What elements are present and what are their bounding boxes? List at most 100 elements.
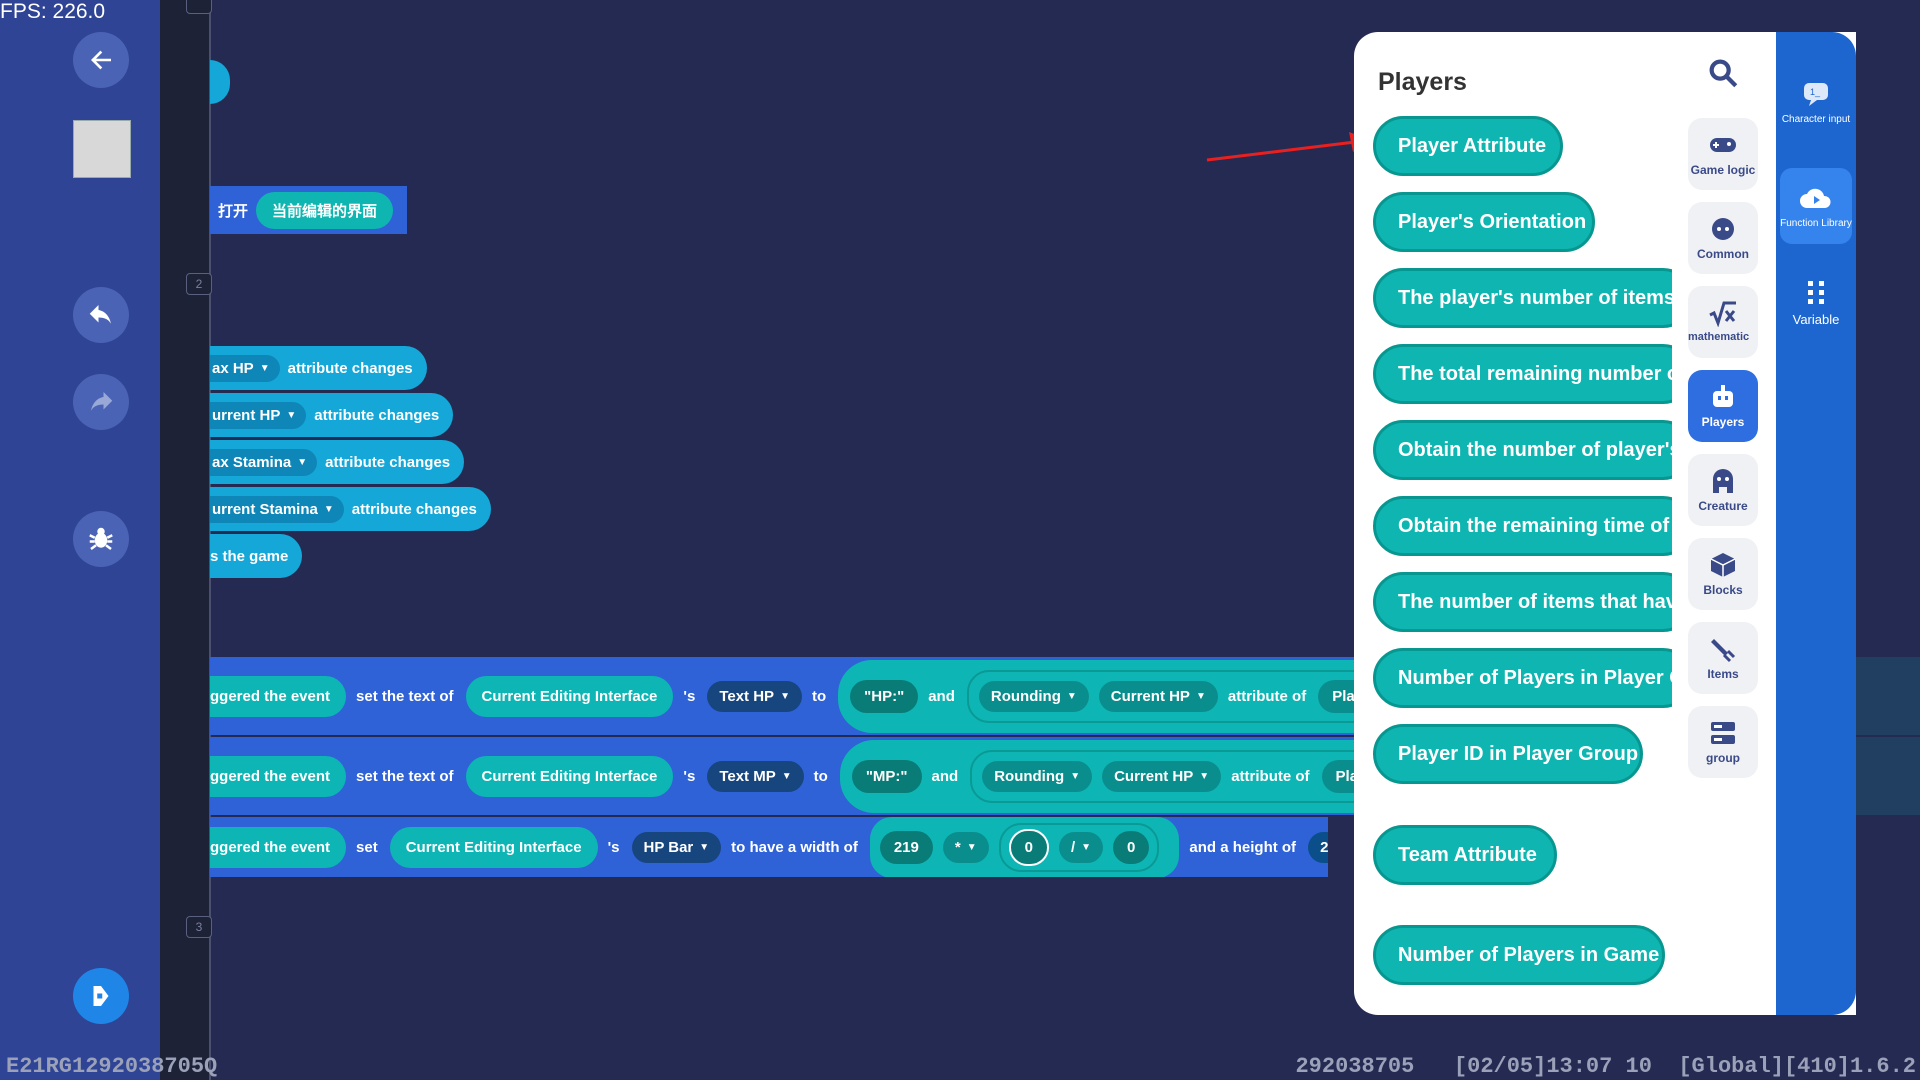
interface-pill[interactable]: Current Editing Interface	[465, 755, 674, 797]
element-dropdown[interactable]: Text HP▼	[707, 680, 802, 712]
possessive-label: 's	[683, 767, 696, 785]
interface-pill[interactable]: Current Editing Interface	[389, 826, 598, 868]
category-variable[interactable]: Variable	[1776, 264, 1856, 340]
height-value[interactable]: 25	[1308, 831, 1328, 863]
sqrt-icon	[1709, 301, 1736, 327]
number-literal[interactable]: 0	[1113, 830, 1150, 864]
category-blocks[interactable]: Blocks	[1688, 538, 1758, 610]
width-label: to have a width of	[731, 838, 858, 856]
search-button[interactable]	[1706, 56, 1740, 95]
height-label: and a height of	[1189, 838, 1297, 856]
attr-change-block[interactable]: ax HP▼ attribute changes	[210, 346, 427, 390]
block-team-attribute[interactable]: Team Attribute	[1373, 825, 1557, 885]
attr-dropdown[interactable]: urrent Stamina▼	[210, 495, 344, 523]
attr-change-block[interactable]: urrent HP▼ attribute changes	[210, 393, 454, 437]
cloud-play-icon	[1800, 188, 1831, 208]
svg-text:1_: 1_	[1810, 87, 1821, 97]
cube-icon	[1710, 553, 1736, 577]
run-button[interactable]	[73, 968, 129, 1024]
block-list: Player Attribute Player's Orientation Th…	[1360, 100, 1672, 1020]
element-dropdown[interactable]: HP Bar▼	[631, 831, 722, 863]
block-number-items-have[interactable]: The number of items that have	[1373, 572, 1672, 632]
block-player-attribute[interactable]: Player Attribute	[1373, 116, 1563, 176]
operator-dropdown[interactable]: *▼	[942, 831, 989, 863]
attribute-dropdown[interactable]: Current HP▼	[1102, 760, 1222, 792]
line-number	[186, 0, 212, 14]
rounding-dropdown[interactable]: Rounding▼	[982, 760, 1093, 792]
possessive-label: 's	[607, 838, 620, 856]
gamepad-icon	[1710, 138, 1736, 152]
category-common[interactable]: Common	[1688, 202, 1758, 274]
divide-expression[interactable]: 0 /▼ 0	[998, 822, 1160, 872]
number-literal[interactable]: 0	[1008, 828, 1049, 866]
attr-dropdown[interactable]: ax HP▼	[210, 354, 280, 382]
width-expression[interactable]: 219 *▼ 0 /▼ 0	[869, 817, 1180, 877]
category-mathematics[interactable]: mathematic s	[1688, 286, 1758, 358]
attr-change-label: attribute changes	[314, 406, 440, 424]
operator-dropdown[interactable]: /▼	[1058, 831, 1104, 863]
possessive-label: 's	[683, 687, 696, 705]
debug-button[interactable]	[73, 511, 129, 567]
attr-change-label: attribute changes	[287, 359, 413, 377]
attr-change-block[interactable]: urrent Stamina▼ attribute changes	[210, 487, 491, 531]
attr-dropdown[interactable]: urrent HP▼	[210, 401, 307, 429]
category-items[interactable]: Items	[1688, 622, 1758, 694]
build-info: 292038705 [02/05]13:07 10 [Global][410]1…	[1295, 1054, 1916, 1079]
attribute-of-label: attribute of	[1231, 767, 1310, 785]
creature-icon	[1713, 469, 1733, 493]
event-trigger: ggered the event	[210, 826, 347, 868]
player-pill[interactable]: Playe	[1321, 759, 1354, 793]
category-character-input[interactable]: 1_ Character input	[1776, 64, 1856, 140]
open-label: 打开	[218, 202, 249, 220]
string-literal[interactable]: "MP:"	[851, 759, 922, 793]
block-total-remaining[interactable]: The total remaining number of	[1373, 344, 1672, 404]
category-group[interactable]: group	[1688, 706, 1758, 778]
category-creature[interactable]: Creature	[1688, 454, 1758, 526]
category-players[interactable]: Players	[1688, 370, 1758, 442]
block-player-id-in-group[interactable]: Player ID in Player Group	[1373, 724, 1643, 784]
element-dropdown[interactable]: Text MP▼	[707, 760, 804, 792]
block-player-number-of-items[interactable]: The player's number of items	[1373, 268, 1672, 328]
rounding-dropdown[interactable]: Rounding▼	[978, 680, 1089, 712]
attr-change-label: attribute changes	[325, 453, 451, 471]
group-icon	[1711, 722, 1735, 744]
set-text-row-hp[interactable]: ggered the event set the text of Current…	[210, 657, 1354, 735]
undo-button[interactable]	[73, 287, 129, 343]
undo-icon	[89, 305, 111, 324]
block-players-in-group[interactable]: Number of Players in Player Gr	[1373, 648, 1672, 708]
block-player-count-items[interactable]: Obtain the number of player's it	[1373, 420, 1672, 480]
block-player-orientation[interactable]: Player's Orientation	[1373, 192, 1595, 252]
line-number: 2	[186, 273, 212, 295]
game-event-block[interactable]: s the game	[210, 534, 303, 578]
redo-button[interactable]	[73, 374, 129, 430]
attr-change-block[interactable]: ax Stamina▼ attribute changes	[210, 440, 465, 484]
and-label: and	[928, 687, 955, 705]
category-function-library[interactable]: Function Library	[1780, 168, 1852, 244]
attr-dropdown[interactable]: ax Stamina▼	[210, 448, 318, 476]
and-label: and	[931, 767, 959, 785]
concat-expression[interactable]: "HP:" and Rounding▼ Current HP▼ attribut…	[838, 659, 1354, 733]
block-players-in-game[interactable]: Number of Players in Game	[1373, 925, 1665, 985]
category-game-logic[interactable]: Game logic	[1688, 118, 1758, 190]
number-literal[interactable]: 219	[879, 830, 933, 864]
line-number: 3	[186, 916, 212, 938]
attribute-dropdown[interactable]: Current HP▼	[1098, 680, 1218, 712]
player-icon	[1713, 385, 1733, 407]
set-text-row-mp[interactable]: ggered the event set the text of Current…	[210, 737, 1354, 815]
dots-icon	[1712, 218, 1734, 240]
red-arrow-icon	[1206, 132, 1371, 162]
interface-target[interactable]: 当前编辑的界面	[256, 191, 394, 229]
block-remaining-time[interactable]: Obtain the remaining time of th	[1373, 496, 1672, 556]
back-button[interactable]	[73, 32, 129, 88]
set-width-row[interactable]: ggered the event set Current Editing Int…	[210, 817, 1328, 877]
concat-expression[interactable]: "MP:" and Rounding▼ Current HP▼ attribut…	[839, 739, 1354, 813]
string-literal[interactable]: "HP:"	[850, 679, 919, 713]
interface-pill[interactable]: Current Editing Interface	[465, 675, 674, 717]
scene-thumbnail[interactable]	[73, 120, 131, 178]
rounding-expression[interactable]: Rounding▼ Current HP▼ attribute of Playe	[970, 749, 1354, 803]
block-fragment[interactable]	[210, 60, 230, 104]
open-interface-block[interactable]: 打开 当前编辑的界面	[210, 186, 408, 234]
grid-icon	[1808, 280, 1824, 304]
rounding-expression[interactable]: Rounding▼ Current HP▼ attribute of Playe…	[966, 669, 1354, 723]
player-pill[interactable]: Player	[1318, 679, 1354, 713]
